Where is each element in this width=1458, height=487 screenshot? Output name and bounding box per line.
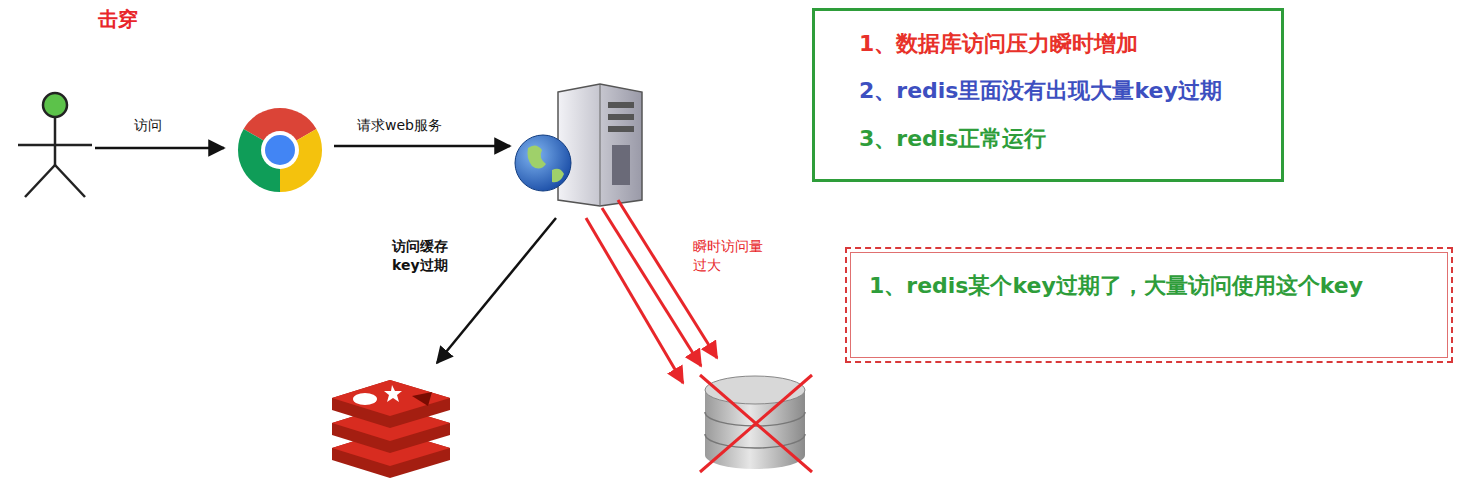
annotation-label: 访问缓存 key过期 <box>392 237 454 275</box>
arrow <box>95 147 224 150</box>
user-figure <box>18 93 92 197</box>
arrow <box>334 145 510 148</box>
summary-box: 1、数据库访问压力瞬时增加 2、redis里面没有出现大量key过期 3、redis… <box>812 8 1284 182</box>
box-text: 1、数据库访问压力瞬时增加 <box>859 31 1261 57</box>
annotation-label: 请求web服务 <box>357 116 442 135</box>
cause-box: 1、redis某个key过期了，大量访问使用这个key <box>845 247 1453 363</box>
diagram-title: 击穿 <box>98 6 138 33</box>
box-text: 3、redis正常运行 <box>859 126 1261 152</box>
box-text: 2、redis里面没有出现大量key过期 <box>859 78 1261 104</box>
arrow <box>437 218 556 363</box>
server-icon <box>515 84 642 206</box>
redis-icon <box>332 380 450 478</box>
annotation-label: 瞬时访问量 过大 <box>693 237 769 275</box>
traffic-arrows <box>586 200 717 383</box>
annotation-label: 访问 <box>134 116 162 135</box>
browser-icon <box>238 108 322 192</box>
database-icon <box>700 375 812 472</box>
box-text: 1、redis某个key过期了，大量访问使用这个key <box>869 273 1431 299</box>
